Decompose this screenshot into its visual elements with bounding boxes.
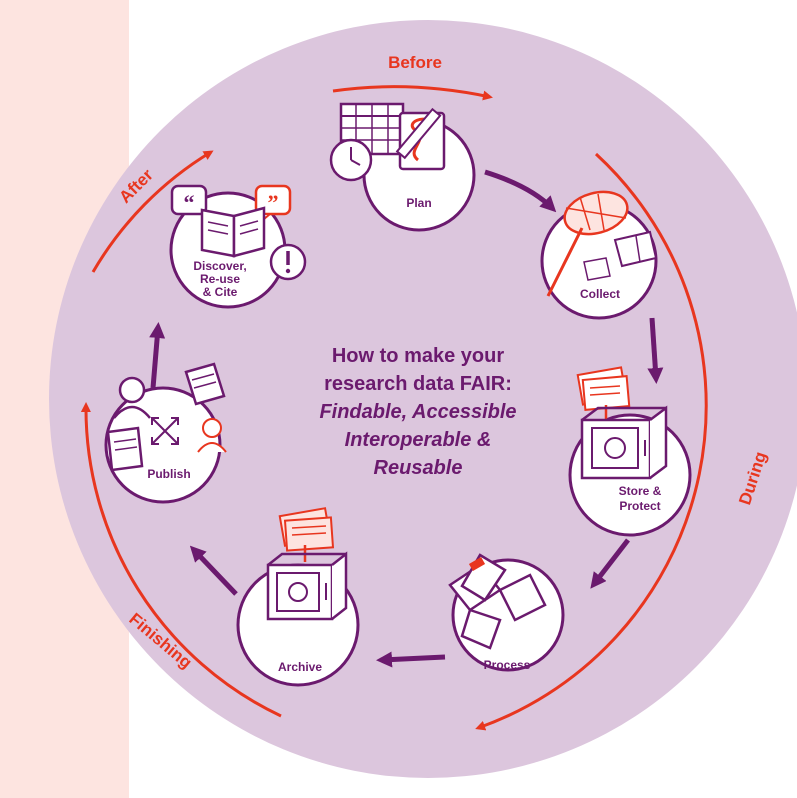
center-line-4: Interoperable & <box>345 429 492 451</box>
stage-label-store-line2: Protect <box>619 499 660 513</box>
stage-label-discover-line1: Discover, <box>193 259 246 273</box>
arrow-publish-discover <box>149 322 166 389</box>
center-line-2: research data FAIR: <box>324 373 512 395</box>
stage-label-process: Process <box>484 658 531 672</box>
stage-publish: Publish <box>104 362 227 504</box>
publish-person-icon <box>113 376 151 419</box>
expand-arrows-icon <box>151 417 179 445</box>
butterfly-net-icon <box>546 190 629 297</box>
stage-label-store-line1: Store & <box>619 484 662 498</box>
center-line-5: Reusable <box>374 457 463 479</box>
arrow-process-archive <box>376 651 446 668</box>
joined-hands-icon <box>448 553 547 650</box>
svg-text:”: ” <box>268 190 279 215</box>
stage-label-archive: Archive <box>278 660 322 674</box>
exclamation-bubble-icon <box>269 243 307 281</box>
arrow-archive-publish <box>189 545 238 596</box>
stage-store-protect: Store & Protect <box>568 366 692 537</box>
quote-bubble-icon: “ <box>170 184 208 216</box>
flying-papers-icon <box>583 230 658 281</box>
center-line-3: Findable, Accessible <box>319 401 516 423</box>
clock-icon <box>329 138 373 182</box>
publish-document-icon <box>184 362 226 406</box>
center-line-1: How to make your <box>332 345 504 367</box>
stage-label-discover-line3: & Cite <box>203 285 238 299</box>
open-book-icon <box>200 206 266 258</box>
archive-safe-icon <box>266 551 348 621</box>
safe-icon <box>580 405 668 480</box>
stage-label-collect: Collect <box>580 287 620 301</box>
stage-archive: Archive <box>236 507 360 687</box>
archive-documents-icon <box>278 507 335 562</box>
stage-label-publish: Publish <box>147 467 190 481</box>
stage-plan: Plan <box>329 102 476 232</box>
arrow-plan-collect <box>484 169 557 213</box>
stage-arrows <box>149 169 664 668</box>
arrow-collect-store <box>647 317 664 384</box>
publish-red-person-icon <box>197 418 227 453</box>
phase-label-before: Before <box>388 53 442 72</box>
stage-label-plan: Plan <box>406 196 431 210</box>
stage-discover: “ ” Discover, Re-use & Cite <box>169 184 307 309</box>
stage-label-discover-line2: Re-use <box>200 272 240 286</box>
stage-collect: Collect <box>540 190 658 320</box>
stage-process: Process <box>448 553 565 672</box>
after-arc <box>91 150 214 273</box>
svg-text:“: “ <box>184 190 195 215</box>
during-arc <box>475 152 708 731</box>
arrow-store-process <box>590 538 630 589</box>
center-title: How to make your research data FAIR: Fin… <box>319 345 516 479</box>
phase-arcs <box>80 85 708 731</box>
finishing-arc <box>80 402 282 718</box>
publish-document-2-icon <box>106 426 144 472</box>
before-arc <box>332 85 493 101</box>
pencil-icon <box>395 107 442 160</box>
